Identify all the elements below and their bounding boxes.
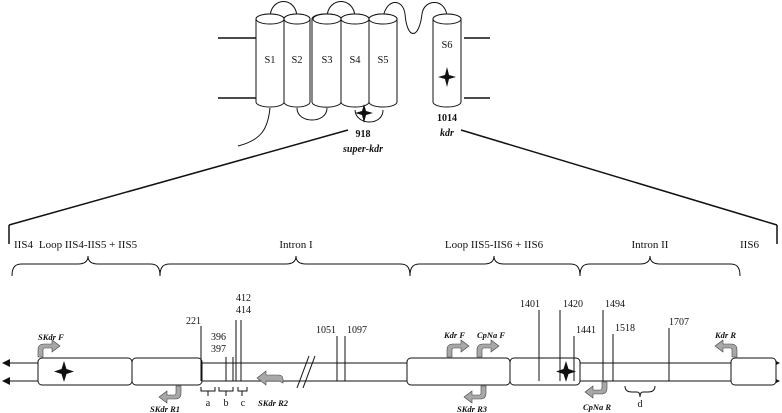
gene-map: 221 396 397 412 414 1051 1097 1401 1420 … — [2, 293, 780, 410]
position-1518: 1518 — [615, 323, 635, 334]
position-1051: 1051 — [316, 325, 336, 336]
position-221: 221 — [186, 316, 201, 327]
channel-topology: S1 S2 S3 S4 S5 S6 918 — [218, 1, 490, 155]
loop-s2-s3 — [296, 107, 328, 121]
region-labels: IIS4 Loop IIS4-IIS5 + IIS5 Intron I Loop… — [11, 239, 759, 277]
exon-iis4 — [37, 357, 133, 386]
position-1097: 1097 — [347, 325, 367, 336]
segment-s6: S6 — [432, 13, 462, 108]
brace-loop-iis5-iis6 — [409, 255, 581, 277]
kdr-position: 1014 — [437, 113, 457, 124]
segment-s6-label: S6 — [441, 40, 452, 51]
loop-s4-s5 — [354, 109, 384, 123]
region-bracket-c — [237, 387, 248, 396]
segment-s4: S4 — [340, 13, 370, 108]
primer-skdr-f-label: SKdr F — [38, 332, 64, 342]
primer-kdr-r-label: Kdr R — [714, 330, 736, 340]
primer-skdr-r3-arrow-icon — [463, 385, 487, 404]
primer-cpna-f-arrow-icon — [476, 339, 500, 358]
position-412: 412 — [236, 293, 251, 304]
segment-s4-label: S4 — [349, 55, 361, 66]
n-terminal-tail — [237, 107, 271, 147]
loop-s3-s4 — [326, 1, 356, 19]
primer-cpna-r-arrow-icon — [584, 381, 608, 399]
segment-s1-label: S1 — [264, 55, 275, 66]
exon-iis6-end — [730, 357, 777, 386]
exon-iis5 — [131, 357, 203, 386]
segment-s1: S1 — [255, 13, 285, 108]
primer-cpna-f-label: CpNa F — [477, 330, 505, 340]
segment-s2: S2 — [283, 13, 311, 108]
region-bracket-b — [218, 387, 234, 396]
region-label-c: c — [241, 398, 246, 409]
primer-skdr-f-arrow-icon — [37, 339, 61, 358]
primer-skdr-r2-label: SKdr R2 — [258, 398, 289, 408]
primer-cpna-r-label: CpNa R — [583, 402, 611, 412]
position-1494: 1494 — [605, 299, 625, 310]
segment-s5: S5 — [368, 13, 398, 108]
primer-kdr-r-arrow-icon — [714, 339, 738, 358]
super-kdr-star-icon — [355, 104, 373, 123]
primer-kdr-f-label: Kdr F — [443, 330, 465, 340]
loop-s5-s6 — [382, 2, 448, 34]
exon-loop-iis5-iis6 — [406, 357, 511, 386]
primer-skdr-r1-arrow-icon — [158, 385, 182, 404]
primer-skdr-r3-label: SKdr R3 — [457, 404, 488, 413]
label-loop-iis5-iis6: Loop IIS5-IIS6 + IIS6 — [445, 239, 544, 251]
segment-s3: S3 — [311, 13, 342, 108]
intron-break-mark-2 — [302, 355, 316, 389]
segment-s5-label: S5 — [377, 55, 388, 66]
segment-s2-label: S2 — [291, 55, 302, 66]
label-loop-iis4-iis5: Loop IIS4-IIS5 + IIS5 — [39, 239, 138, 251]
super-kdr-position: 918 — [356, 129, 371, 140]
exon-iis6 — [509, 357, 581, 386]
segment-s3-label: S3 — [321, 55, 332, 66]
exon-kdr-star-icon — [556, 361, 576, 382]
region-label-b: b — [224, 398, 229, 409]
intron-break-mark-1 — [296, 355, 310, 389]
position-414: 414 — [236, 305, 251, 316]
brace-loop-iis4-iis5 — [11, 255, 161, 277]
position-397: 397 — [211, 344, 226, 355]
kdr-star-icon — [438, 67, 456, 87]
position-396: 396 — [211, 332, 226, 343]
primer-skdr-r1-label: SKdr R1 — [150, 404, 180, 413]
zoom-connector — [8, 129, 778, 244]
region-bracket-a — [200, 387, 216, 396]
strand-arrow-left-bottom-icon — [2, 377, 10, 385]
primer-kdr-f-arrow-icon — [446, 339, 470, 358]
label-intron-2: Intron II — [632, 239, 669, 251]
position-1420: 1420 — [563, 299, 583, 310]
primer-skdr-r2-arrow-icon — [256, 370, 284, 386]
label-iis4: IIS4 — [14, 239, 33, 251]
exon-super-kdr-star-icon — [54, 361, 74, 382]
position-1401: 1401 — [520, 299, 540, 310]
brace-intron-1 — [159, 255, 411, 277]
brace-intron-2 — [579, 255, 741, 277]
label-iis6: IIS6 — [740, 239, 759, 251]
primers: SKdr F SKdr R1 SKdr R2 Kdr F CpNa F SKdr… — [37, 330, 738, 413]
kdr-name: kdr — [440, 128, 454, 139]
position-1707: 1707 — [669, 317, 689, 328]
region-bracket-d — [624, 385, 656, 398]
strand-arrow-left-top-icon — [2, 359, 10, 367]
super-kdr-name: super-kdr — [342, 144, 383, 155]
label-intron-1: Intron I — [279, 239, 313, 251]
region-label-a: a — [206, 398, 211, 409]
region-label-d: d — [638, 399, 643, 410]
position-1441: 1441 — [576, 325, 596, 336]
loop-s1-s2 — [269, 1, 298, 19]
